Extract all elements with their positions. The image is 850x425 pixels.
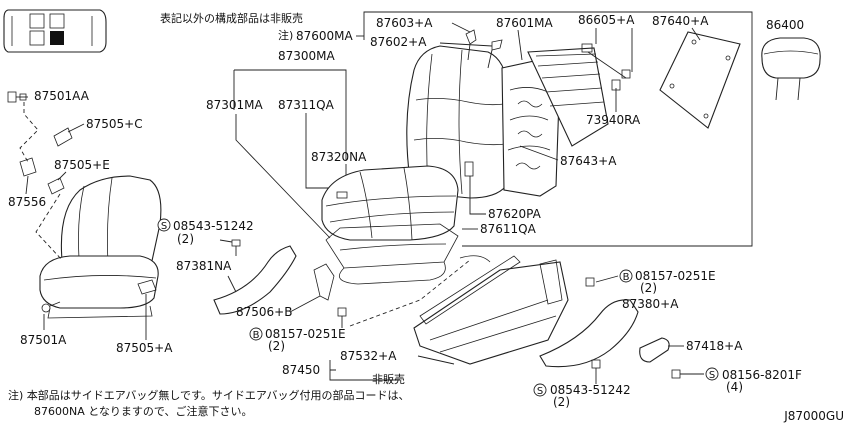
label-87620PA: 87620PA <box>488 207 542 221</box>
screw-87501A <box>41 301 61 313</box>
b-marker-mid-letter: B <box>253 330 260 341</box>
label-87505C: 87505+C <box>86 117 143 131</box>
cushion-frame <box>325 223 459 285</box>
label-87320NA: 87320NA <box>311 150 367 164</box>
not-sold-header: 表記以外の構成部品は非販売 <box>160 11 303 25</box>
cover-87505C <box>53 127 73 147</box>
qty-08157-right: (2) <box>640 281 657 295</box>
label-08543-lower: 08543-51242 <box>550 383 631 397</box>
label-86605A: 86605+A <box>578 13 635 27</box>
label-87556: 87556 <box>8 195 46 209</box>
label-87501AA: 87501AA <box>34 89 90 103</box>
label-87301MA: 87301MA <box>206 98 264 112</box>
side-trim-87381NA <box>213 245 297 315</box>
b-marker-right <box>619 269 633 283</box>
s-marker-top-letter: S <box>161 221 167 232</box>
screw-08543-lower <box>591 359 601 369</box>
diagram-code: J87000GU <box>783 409 844 423</box>
qty-08543-lower: (2) <box>553 395 570 409</box>
label-87600MA: 87600MA <box>296 29 354 43</box>
seat-rail-assembly <box>349 255 569 365</box>
qty-08543-top: (2) <box>177 232 194 246</box>
s-marker-lower-letter: S <box>537 386 543 397</box>
label-87643A: 87643+A <box>560 154 617 168</box>
label-87506B: 87506+B <box>236 305 292 319</box>
b-marker-mid <box>249 327 263 341</box>
car-locator-icon <box>3 9 107 53</box>
bolt-87501AA <box>7 91 28 103</box>
bolt-08157-mid <box>337 307 347 317</box>
cover-87505A <box>137 279 157 295</box>
label-87640A: 87640+A <box>652 14 709 28</box>
side-trim-87380A <box>539 299 639 368</box>
label-08157-right: 08157-0251E <box>635 269 716 283</box>
s-marker-right <box>705 367 719 381</box>
label-73940RA: 73940RA <box>586 113 641 127</box>
bolt-08157-right <box>585 277 595 287</box>
seatback-cover <box>406 45 509 199</box>
qty-08156: (4) <box>726 380 743 394</box>
label-87300MA: 87300MA <box>278 49 336 63</box>
cover-87556 <box>19 157 37 177</box>
label-08543-top: 08543-51242 <box>173 219 254 233</box>
headrest <box>761 37 821 101</box>
footnote-line-2: 87600NA となりますので、ご注意下さい。 <box>34 404 252 418</box>
s-marker-lower <box>533 383 547 397</box>
label-87532A: 87532+A <box>340 349 397 363</box>
back-board <box>659 31 741 129</box>
label-08156: 08156-8201F <box>722 368 802 382</box>
label-87601MA: 87601MA <box>496 16 554 30</box>
seat-cushion <box>321 165 459 241</box>
note-prefix: 注) <box>278 28 293 42</box>
clip-87602 <box>487 39 503 69</box>
footnote-line-1: 注) 本部品はサイドエアバッグ無しです。サイドエアバッグ付用の部品コードは、 <box>8 388 409 402</box>
label-87505E: 87505+E <box>54 158 110 172</box>
clip-87603 <box>465 29 477 61</box>
screw-08543-top <box>231 239 241 256</box>
qty-08157-mid: (2) <box>268 339 285 353</box>
label-87380A: 87380+A <box>622 297 679 311</box>
label-87311QA: 87311QA <box>278 98 335 112</box>
b-marker-right-letter: B <box>623 272 630 283</box>
label-87501A: 87501A <box>20 333 67 347</box>
label-08157-mid: 08157-0251E <box>265 327 346 341</box>
knob-87418A <box>639 337 670 363</box>
label-87602A: 87602+A <box>370 35 427 49</box>
cover-87505E <box>47 177 65 195</box>
not-sold-label: 非販売 <box>372 373 405 386</box>
label-87611QA: 87611QA <box>480 222 537 236</box>
s-marker-top <box>157 218 171 232</box>
label-87418A: 87418+A <box>686 339 743 353</box>
label-86400: 86400 <box>766 18 804 32</box>
bracket-87506B <box>313 263 335 301</box>
label-87505A: 87505+A <box>116 341 173 355</box>
label-87603A: 87603+A <box>376 16 433 30</box>
label-87450: 87450 <box>282 363 320 377</box>
s-marker-right-letter: S <box>709 370 715 381</box>
label-87381NA: 87381NA <box>176 259 232 273</box>
highlight-seat-position <box>50 31 64 45</box>
seatback-group-box <box>363 11 753 247</box>
screw-08156 <box>671 369 681 379</box>
assembled-seat-thumbnail <box>39 175 162 319</box>
seatback-pad <box>527 47 609 147</box>
seatback-frame <box>501 57 561 197</box>
